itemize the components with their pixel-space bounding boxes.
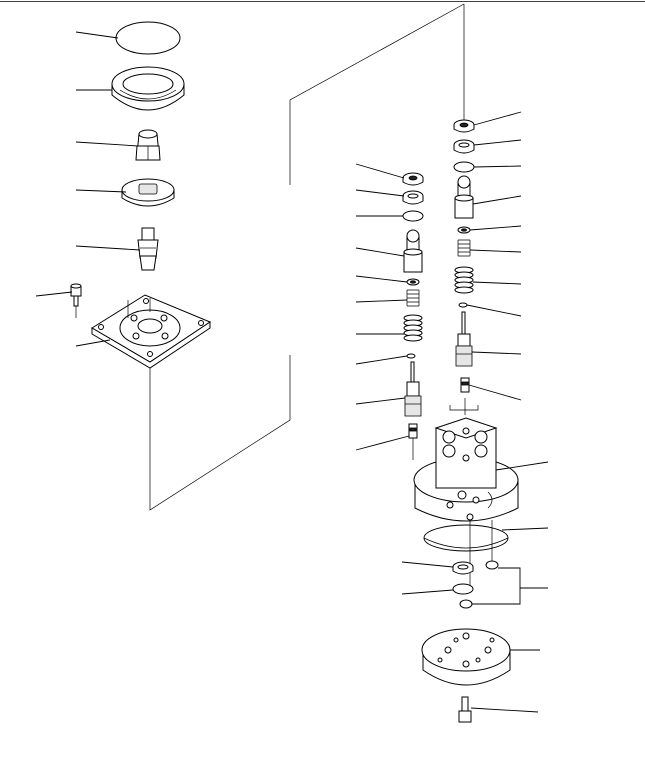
- washer-bottom-left: [452, 561, 474, 575]
- o-ring-mid: [402, 210, 424, 222]
- plate-washer: [121, 178, 175, 207]
- plug-right: [460, 377, 470, 393]
- callout-leaders: [35, 31, 549, 713]
- middle-stack: [402, 172, 424, 439]
- mounting-plate: [91, 294, 212, 369]
- retainer-right: [457, 226, 471, 234]
- piston-right: [454, 175, 474, 219]
- piston-mid: [403, 229, 423, 273]
- plug-mid: [408, 423, 418, 439]
- hex-nut: [135, 129, 161, 161]
- small-ring-mid: [406, 353, 416, 359]
- o-ring-body-inner: [423, 537, 509, 549]
- retainer-mid: [406, 278, 420, 286]
- assembly-lines: [75, 3, 493, 585]
- valve-body: [413, 417, 519, 522]
- small-ring-right: [458, 302, 468, 308]
- o-ring-bottom: [452, 583, 474, 595]
- o-ring-right: [453, 161, 475, 173]
- washer-top-mid: [402, 172, 424, 186]
- spring-large-mid: [403, 314, 423, 342]
- spool-right: [455, 311, 473, 367]
- coupling-joint: [137, 227, 159, 271]
- seal-cover: [111, 66, 185, 111]
- right-stack: [453, 119, 475, 393]
- o-ring-large: [115, 21, 181, 55]
- seal-mid: [402, 190, 424, 205]
- spring-small-right: [457, 239, 471, 257]
- seal-right: [453, 139, 475, 154]
- spool-mid: [404, 361, 422, 417]
- bottom-plate: [421, 628, 511, 686]
- washer-top-right: [453, 119, 475, 133]
- o-ring-body: [423, 524, 509, 552]
- spring-small-mid: [406, 289, 420, 307]
- o-ring-small-b: [459, 599, 473, 609]
- o-ring-small-a: [485, 560, 499, 570]
- spring-large-right: [454, 266, 474, 294]
- left-assembly: [70, 21, 212, 369]
- hex-bolt: [70, 283, 82, 307]
- bottom-screw: [458, 696, 472, 723]
